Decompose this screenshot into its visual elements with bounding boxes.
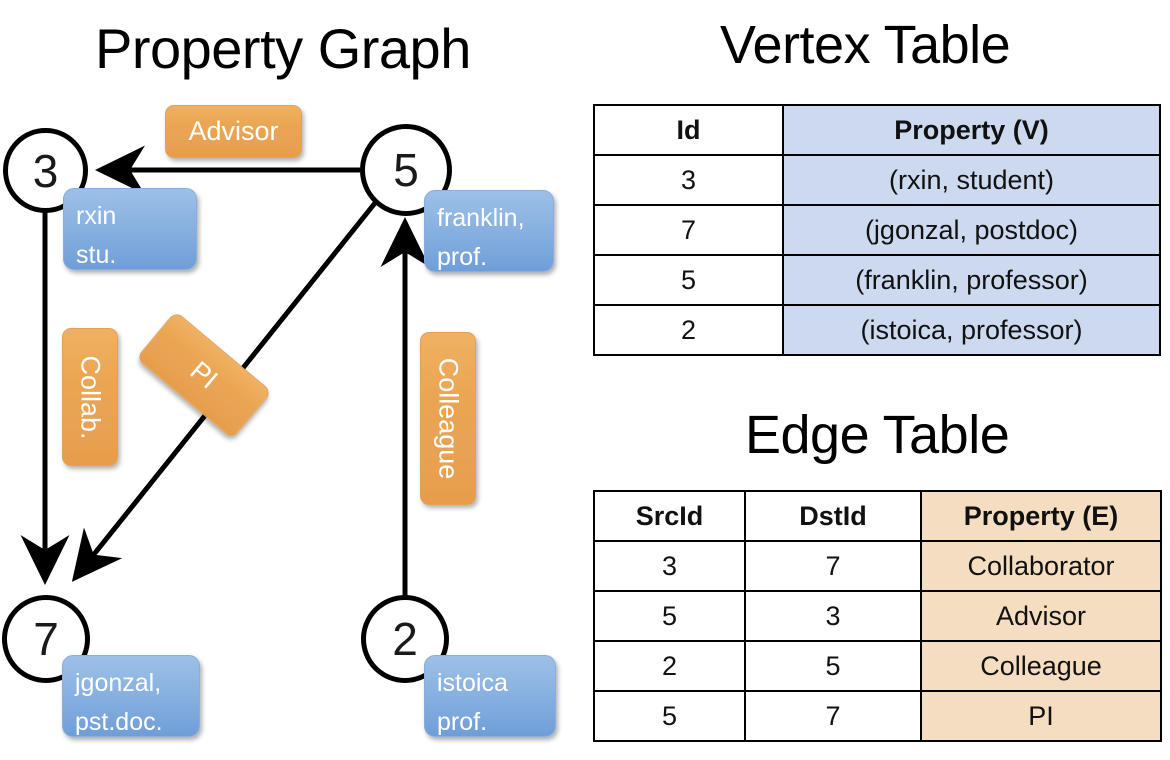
cell-property: Colleague xyxy=(920,640,1162,692)
cell-property: (franklin, professor) xyxy=(782,254,1161,306)
cell-srcid: 2 xyxy=(593,640,746,692)
cell-srcid: 5 xyxy=(593,690,746,742)
cell-dstid: 7 xyxy=(744,540,922,592)
cell-property: PI xyxy=(920,690,1162,742)
node-property-box-rxin[interactable]: rxin stu. xyxy=(63,188,197,270)
cell-property: (istoica, professor) xyxy=(782,304,1161,356)
edge-label-text: Collab. xyxy=(75,354,106,440)
page-title-vertex-table: Vertex Table xyxy=(720,15,1011,75)
cell-id: 5 xyxy=(593,254,784,306)
node-property-line: prof. xyxy=(437,707,488,736)
cell-dstid: 3 xyxy=(744,590,922,642)
column-header-id: Id xyxy=(593,104,784,156)
cell-id: 3 xyxy=(593,154,784,206)
column-header-property-e: Property (E) xyxy=(920,490,1162,542)
edge-label-text: PI xyxy=(184,354,224,395)
node-property-box-jgonzal[interactable]: jgonzal, pst.doc. xyxy=(62,655,200,737)
edge-label-box-collab[interactable]: Collab. xyxy=(62,328,118,466)
edge-label-text: Advisor xyxy=(188,116,279,146)
edge-table: SrcId DstId Property (E) 3 7 Collaborato… xyxy=(593,490,1162,742)
edge-label-text: Colleague xyxy=(433,357,464,480)
cell-id: 7 xyxy=(593,204,784,256)
table-row[interactable]: 5 7 PI xyxy=(593,690,1162,742)
node-property-line: rxin xyxy=(76,202,117,230)
node-property-line: stu. xyxy=(76,240,117,269)
page-title-edge-table: Edge Table xyxy=(745,405,1010,465)
cell-property: Advisor xyxy=(920,590,1162,642)
column-header-property-v: Property (V) xyxy=(782,104,1161,156)
cell-dstid: 5 xyxy=(744,640,922,692)
node-property-line: pst.doc. xyxy=(75,707,163,736)
node-property-line: jgonzal, xyxy=(75,669,162,697)
cell-property: Collaborator xyxy=(920,540,1162,592)
table-row[interactable]: 7 (jgonzal, postdoc) xyxy=(593,204,1161,256)
cell-dstid: 7 xyxy=(744,690,922,742)
table-header-row: SrcId DstId Property (E) xyxy=(593,490,1162,542)
node-property-box-istoica[interactable]: istoica prof. xyxy=(424,655,556,737)
edge-label-box-colleague[interactable]: Colleague xyxy=(420,332,476,505)
cell-srcid: 5 xyxy=(593,590,746,642)
table-row[interactable]: 3 (rxin, student) xyxy=(593,154,1161,206)
graph-node-5[interactable]: 5 xyxy=(360,124,452,216)
column-header-srcid: SrcId xyxy=(593,490,746,542)
column-header-dstid: DstId xyxy=(744,490,922,542)
table-row[interactable]: 2 5 Colleague xyxy=(593,640,1162,692)
cell-property: (jgonzal, postdoc) xyxy=(782,204,1161,256)
table-row[interactable]: 5 (franklin, professor) xyxy=(593,254,1161,306)
node-property-line: franklin, xyxy=(437,204,525,232)
node-property-line: prof. xyxy=(437,242,488,271)
edge-label-box-advisor[interactable]: Advisor xyxy=(165,105,302,158)
table-row[interactable]: 5 3 Advisor xyxy=(593,590,1162,642)
graph-node-2[interactable]: 2 xyxy=(361,595,449,683)
cell-srcid: 3 xyxy=(593,540,746,592)
table-row[interactable]: 3 7 Collaborator xyxy=(593,540,1162,592)
page-title-property-graph: Property Graph xyxy=(95,17,471,80)
cell-id: 2 xyxy=(593,304,784,356)
table-row[interactable]: 2 (istoica, professor) xyxy=(593,304,1161,356)
node-property-line: istoica xyxy=(437,669,508,697)
table-header-row: Id Property (V) xyxy=(593,104,1161,156)
cell-property: (rxin, student) xyxy=(782,154,1161,206)
node-property-box-franklin[interactable]: franklin, prof. xyxy=(424,190,554,272)
vertex-table: Id Property (V) 3 (rxin, student) 7 (jgo… xyxy=(593,104,1161,356)
